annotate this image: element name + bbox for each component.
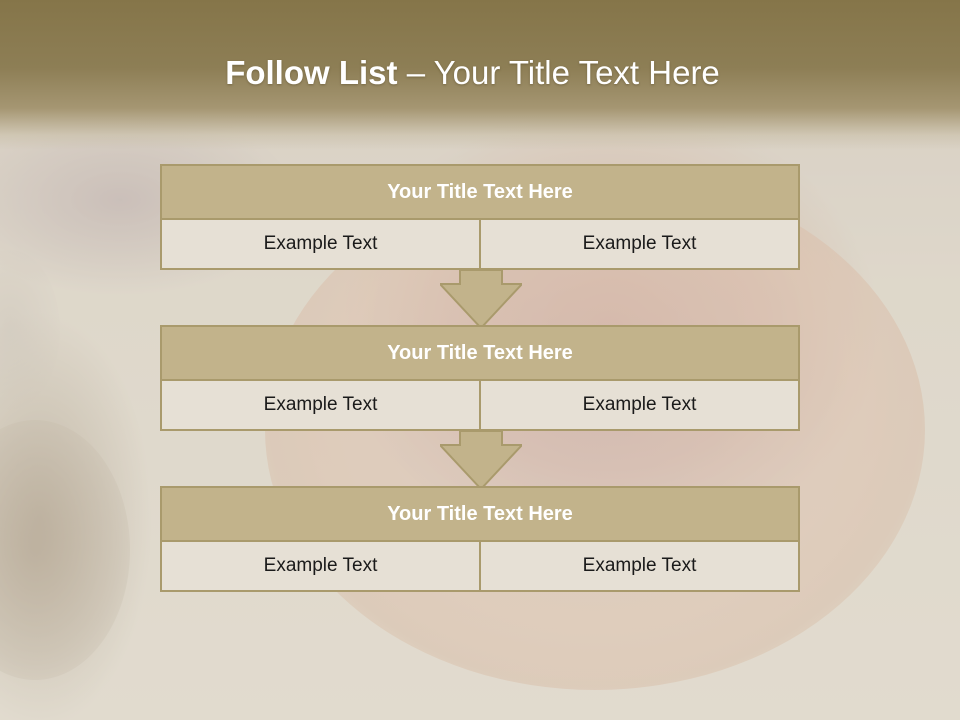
step-cell-left: Example Text (160, 381, 481, 431)
step-cells: Example Text Example Text (160, 220, 800, 270)
step-cell-right: Example Text (481, 220, 800, 270)
step-cell-right: Example Text (481, 381, 800, 431)
step-block-2: Your Title Text Here Example Text Exampl… (160, 325, 800, 431)
step-cell-right: Example Text (481, 542, 800, 592)
step-title: Your Title Text Here (160, 486, 800, 542)
slide-title: Follow List – Your Title Text Here (0, 54, 945, 92)
step-block-1: Your Title Text Here Example Text Exampl… (160, 164, 800, 270)
step-cells: Example Text Example Text (160, 542, 800, 592)
step-block-3: Your Title Text Here Example Text Exampl… (160, 486, 800, 592)
step-cell-left: Example Text (160, 220, 481, 270)
step-cell-left: Example Text (160, 542, 481, 592)
down-arrow-icon (440, 270, 522, 328)
slide-title-bold: Follow List (225, 54, 398, 91)
title-banner (0, 0, 960, 150)
step-title: Your Title Text Here (160, 164, 800, 220)
step-cells: Example Text Example Text (160, 381, 800, 431)
step-title: Your Title Text Here (160, 325, 800, 381)
slide-title-rest: – Your Title Text Here (397, 54, 720, 91)
down-arrow-icon (440, 431, 522, 489)
